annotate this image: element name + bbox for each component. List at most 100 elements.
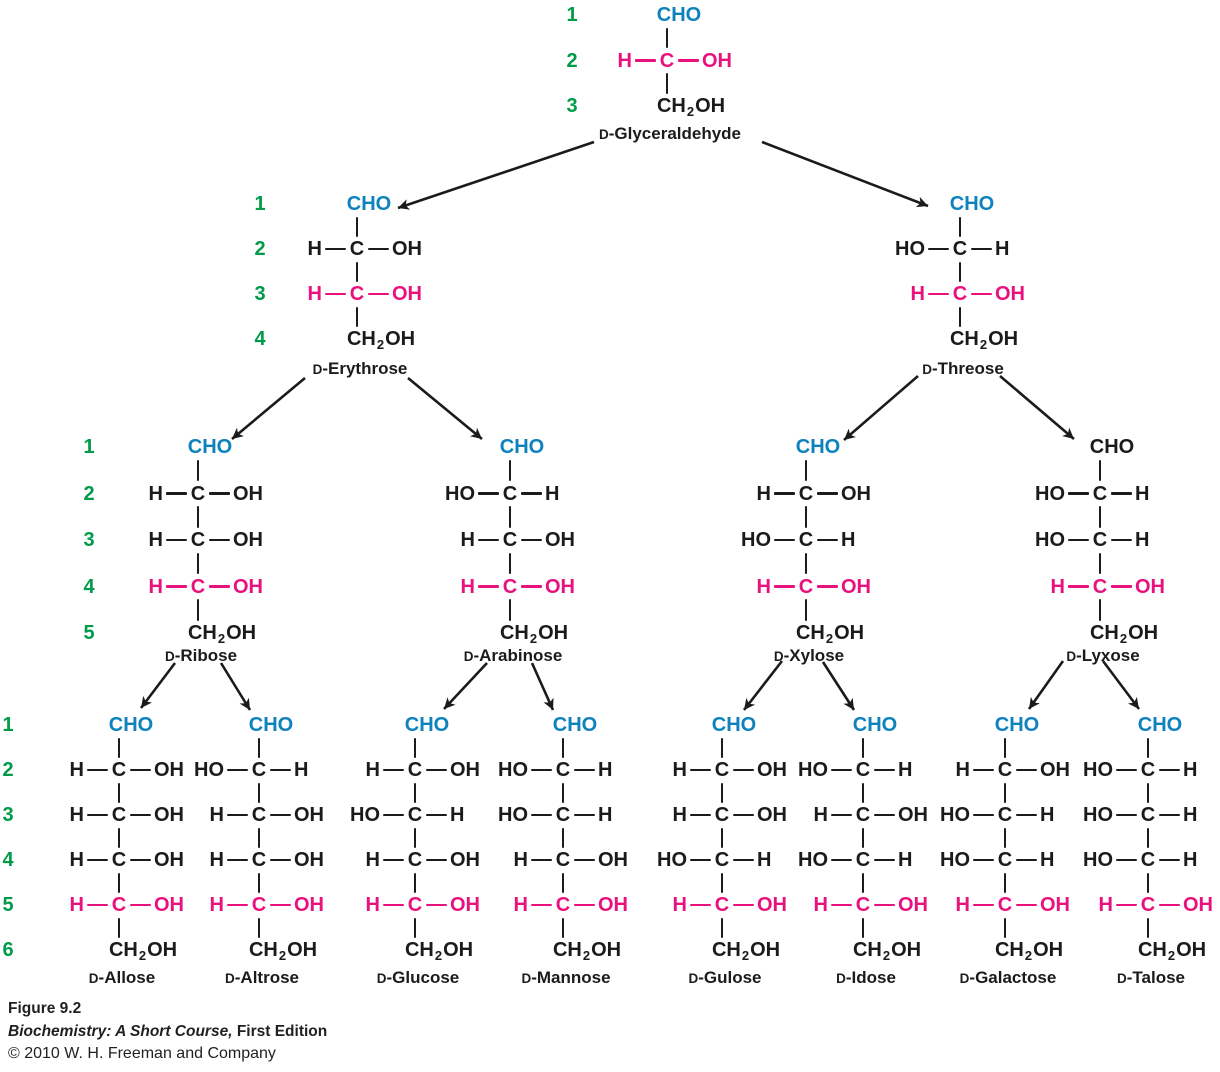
molecule-name: D-Mannose — [521, 966, 610, 990]
hydrogen-label: H — [69, 804, 84, 826]
molecule-name: D-Glyceraldehyde — [599, 122, 741, 146]
molecule-name-text: -Idose — [845, 968, 896, 987]
bond-horizontal — [831, 768, 852, 772]
hydrogen-label: H — [1183, 849, 1198, 871]
bond-vertical — [804, 506, 808, 528]
figure-caption: Figure 9.2 Biochemistry: A Short Course,… — [8, 997, 327, 1065]
ch-text: CH — [949, 328, 979, 350]
bond-vertical — [1146, 872, 1150, 893]
aldehyde-group-label: CHO — [1137, 714, 1183, 736]
bond-vertical — [1098, 459, 1102, 481]
hydrogen-label: H — [672, 759, 687, 781]
hydrogen-label: H — [672, 894, 687, 916]
d-configuration-prefix: D — [1066, 649, 1077, 664]
carbon-label: C — [952, 283, 968, 305]
bond-vertical — [665, 27, 669, 48]
molecule-name: D-Altrose — [225, 966, 299, 990]
bond-vertical — [561, 782, 565, 803]
bond-horizontal — [383, 858, 404, 862]
carbon-label: C — [714, 804, 730, 826]
oh-text: OH — [226, 622, 257, 644]
molecule-name-text: -Glyceraldehyde — [608, 124, 742, 143]
bond-vertical — [1146, 782, 1150, 803]
bond-vertical — [958, 216, 962, 237]
oh-text: OH — [1033, 939, 1064, 961]
carbon-label: C — [714, 894, 730, 916]
bond-vertical — [257, 872, 261, 893]
bond-horizontal — [831, 813, 852, 817]
bond-horizontal — [874, 903, 895, 907]
d-configuration-prefix: D — [521, 971, 532, 986]
bond-horizontal — [1016, 903, 1037, 907]
molecule-name: D-Erythrose — [313, 357, 408, 381]
bond-horizontal — [270, 768, 291, 772]
bond-horizontal — [166, 492, 187, 495]
hydrogen-label: H — [672, 804, 687, 826]
bond-horizontal — [1111, 585, 1132, 588]
hydroxyl-label: HO — [940, 804, 970, 826]
molecule-name-text: -Ribose — [174, 646, 238, 665]
subscript-2: 2 — [434, 948, 443, 963]
bond-horizontal — [971, 292, 992, 296]
carbon-number: 4 — [2, 849, 14, 871]
hydrogen-label: H — [756, 482, 771, 505]
hydroxymethyl-group-label: CH2OH — [853, 937, 921, 963]
aldehyde-group-label: CHO — [248, 714, 294, 736]
bond-horizontal — [1116, 813, 1137, 817]
bond-horizontal — [426, 903, 447, 907]
oh-text: OH — [695, 95, 726, 117]
bond-horizontal — [1159, 813, 1180, 817]
ch-text: CH — [404, 939, 434, 961]
derivation-arrow — [843, 375, 919, 441]
bond-horizontal — [1159, 768, 1180, 772]
hydroxyl-label: HO — [194, 759, 224, 781]
derivation-arrow — [742, 660, 784, 711]
bond-horizontal — [521, 492, 542, 495]
bond-vertical — [355, 306, 359, 327]
hydrogen-label: H — [598, 759, 613, 781]
bond-vertical — [720, 872, 724, 893]
bond-vertical — [117, 827, 121, 848]
hydroxyl-label: OH — [757, 804, 787, 826]
bond-horizontal — [973, 813, 994, 817]
bond-horizontal — [817, 492, 838, 495]
bond-vertical — [196, 552, 200, 574]
carbon-label: C — [111, 894, 127, 916]
ch-text: CH — [1137, 939, 1167, 961]
hydroxyl-label: HO — [1083, 759, 1113, 781]
subscript-2: 2 — [686, 104, 695, 119]
hydrogen-label: H — [1183, 804, 1198, 826]
bond-horizontal — [87, 813, 108, 817]
bond-horizontal — [690, 768, 711, 772]
hydroxyl-label: OH — [898, 894, 928, 916]
aldehyde-group-label: CHO — [949, 193, 995, 215]
hydroxyl-label: OH — [702, 49, 732, 72]
bond-vertical — [804, 552, 808, 574]
carbon-label: C — [855, 894, 871, 916]
carbon-label: C — [555, 804, 571, 826]
bond-horizontal — [874, 768, 895, 772]
ch-text: CH — [108, 939, 138, 961]
bond-horizontal — [928, 247, 949, 251]
bond-horizontal — [209, 538, 230, 542]
hydrogen-label: H — [757, 849, 772, 871]
carbon-label: C — [349, 238, 365, 260]
molecule-name: D-Idose — [836, 966, 896, 990]
hydroxyl-label: OH — [154, 849, 184, 871]
book-title-line: Biochemistry: A Short Course, First Edit… — [8, 1020, 327, 1043]
hydrogen-label: H — [910, 283, 925, 305]
bond-vertical — [413, 917, 417, 938]
carbon-label: C — [798, 529, 814, 551]
derivation-arrow — [999, 375, 1075, 440]
bond-horizontal — [1116, 903, 1137, 907]
